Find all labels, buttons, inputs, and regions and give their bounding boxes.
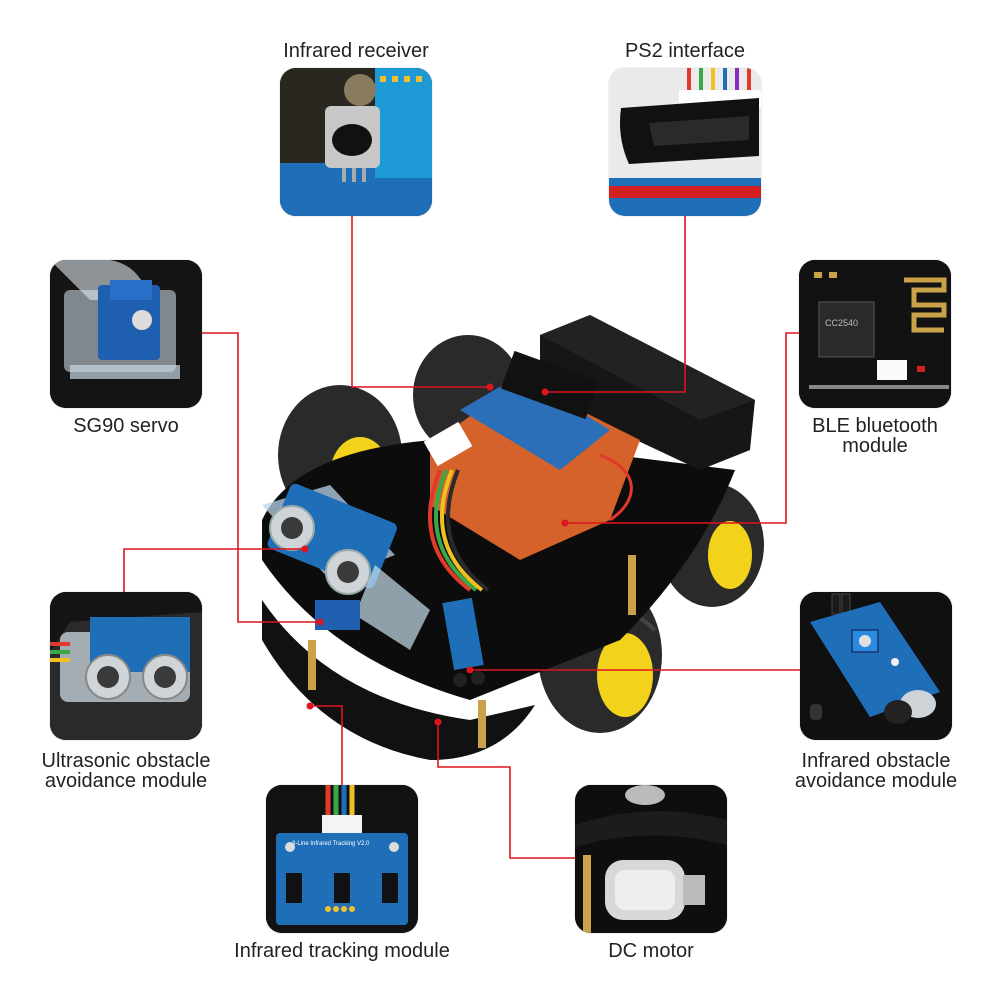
- thumb-ir-tracking: 3-Line Infrared Tracking V2.0: [266, 785, 418, 933]
- servo-on-car: [315, 600, 360, 630]
- ultrasonic-sensor: [262, 483, 430, 650]
- label-ir-tracking: Infrared tracking module: [234, 940, 450, 962]
- label-dc-motor: DC motor: [608, 940, 694, 962]
- thumb-infrared-receiver: [280, 68, 432, 216]
- connector-ble-bluetooth: [565, 332, 799, 524]
- label-ble-line2: module: [842, 435, 908, 457]
- label-ps2-interface: PS2 interface: [624, 40, 746, 62]
- connector-ir-tracking: [310, 705, 343, 785]
- thumb-ps2-interface: [609, 68, 761, 216]
- thumb-ir-obstacle: [800, 592, 952, 740]
- connector-sg90-servo-endpoint: [316, 618, 324, 626]
- connector-ir-obstacle-endpoint: [466, 666, 474, 674]
- thumb-sg90-servo: [50, 260, 202, 408]
- label-ir-obstacle-line1: Infrared obstacle: [801, 750, 951, 772]
- thumb-ultrasonic: [50, 592, 202, 740]
- label-ultrasonic-line2: avoidance module: [44, 770, 208, 792]
- connector-dc-motor: [437, 722, 575, 859]
- connector-ble-bluetooth-endpoint: [561, 519, 569, 527]
- connector-dc-motor-endpoint: [434, 718, 442, 726]
- label-sg90-servo: SG90 servo: [73, 415, 179, 437]
- label-infrared-receiver: Infrared receiver: [283, 40, 429, 62]
- connector-infrared-receiver-endpoint: [486, 383, 494, 391]
- thumb-ble-bluetooth: CC2540: [799, 260, 951, 408]
- connector-sg90-servo: [202, 332, 320, 623]
- ps2-socket: [500, 350, 600, 420]
- connector-infrared-receiver: [351, 216, 490, 388]
- connector-ps2-interface: [545, 216, 686, 393]
- connector-ultrasonic: [123, 548, 305, 592]
- connector-ir-tracking-endpoint: [306, 702, 314, 710]
- label-ultrasonic-line1: Ultrasonic obstacle: [41, 750, 211, 772]
- chassis-top-plate: [262, 438, 735, 700]
- ble-chip-text: CC2540: [825, 318, 858, 328]
- connector-ps2-interface-endpoint: [541, 388, 549, 396]
- tracking-board-text: 3-Line Infrared Tracking V2.0: [292, 841, 370, 847]
- thumb-dc-motor: [575, 785, 727, 933]
- label-ir-obstacle-line2: avoidance module: [794, 770, 958, 792]
- connector-ultrasonic-endpoint: [301, 545, 309, 553]
- chassis-bottom-plate: [262, 600, 535, 760]
- label-ble-line1: BLE bluetooth: [812, 415, 938, 437]
- ir-obstacle-on-car: [442, 597, 485, 687]
